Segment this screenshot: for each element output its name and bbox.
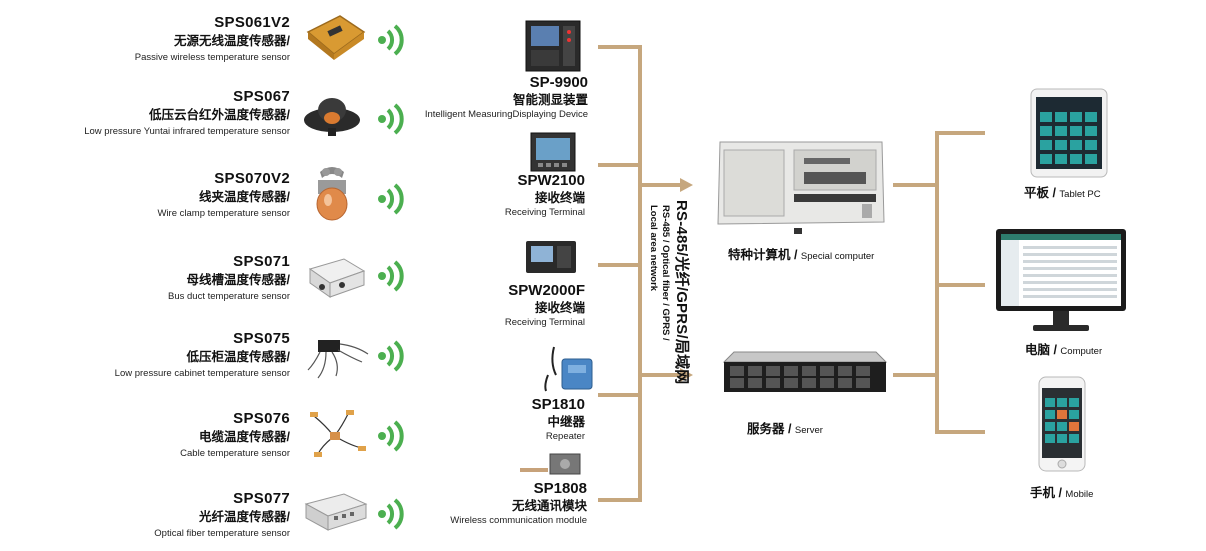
arrow-head xyxy=(680,178,693,192)
sensor-code: SPS076 xyxy=(233,410,290,427)
network-label-main: RS-485/光纤/GPRS/局域网 xyxy=(673,200,690,385)
mobile-label: 手机 / Mobile xyxy=(1030,482,1093,501)
special-computer-label-en: Special computer xyxy=(800,251,875,262)
wireless-signal-icon xyxy=(378,420,404,452)
sensor-code: SPS061V2 xyxy=(214,14,290,31)
computer-monitor-icon xyxy=(996,229,1126,331)
device-code: SPW2000F xyxy=(508,282,585,299)
computer-label-cn: 电脑 / xyxy=(1025,343,1061,357)
sensor-name-cn: 低压云台红外温度传感器/ xyxy=(149,108,290,122)
sensor-name-en: Low pressure Yuntai infrared temperature… xyxy=(84,126,290,137)
wireless-signal-icon xyxy=(378,183,404,215)
wireless-signal-icon xyxy=(378,24,404,56)
device-sp1808: SP1808 无线通讯模块 Wireless communication mod… xyxy=(387,480,587,528)
sensor-name-en: Cable temperature sensor xyxy=(180,448,290,459)
device-name-cn: 接收终端 xyxy=(534,301,585,315)
sensor-code: SPS075 xyxy=(233,330,290,347)
mobile-label-en: Mobile xyxy=(1065,489,1094,500)
network-label-sub-line1: RS-485 / Optical fiber / GPRS / xyxy=(660,205,671,341)
device-name-en: Intelligent MeasuringDisplaying Device xyxy=(424,109,588,120)
sensor-name-cn: 无源无线温度传感器/ xyxy=(174,34,290,48)
sensor-sps061v2: SPS061V2 无源无线温度传感器/ Passive wireless tem… xyxy=(60,14,290,65)
spw2100-device-icon xyxy=(530,132,576,172)
wireless-signal-icon xyxy=(378,260,404,292)
server-icon xyxy=(722,351,888,392)
device-name-en: Receiving Terminal xyxy=(504,207,585,218)
sp9900-device-icon xyxy=(525,20,581,72)
sps070v2-sensor-icon xyxy=(316,167,348,221)
tablet-label: 平板 / Tablet PC xyxy=(1024,182,1101,201)
device-code: SP-9900 xyxy=(529,74,588,91)
device-spw2000f: SPW2000F 接收终端 Receiving Terminal xyxy=(385,282,585,330)
server-label: 服务器 / Server xyxy=(747,418,823,437)
sensor-code: SPS067 xyxy=(233,88,290,105)
device-name-cn: 无线通讯模块 xyxy=(511,499,587,513)
device-name-cn: 智能测显装置 xyxy=(512,93,588,107)
sensor-code: SPS070V2 xyxy=(214,170,290,187)
sensor-name-en: Bus duct temperature sensor xyxy=(168,291,290,302)
tablet-icon xyxy=(1030,88,1108,178)
sensor-name-cn: 母线槽温度传感器/ xyxy=(186,273,290,287)
tablet-label-en: Tablet PC xyxy=(1059,189,1101,200)
device-name-cn: 中继器 xyxy=(547,415,585,429)
sensor-name-en: Wire clamp temperature sensor xyxy=(157,208,290,219)
device-spw2100: SPW2100 接收终端 Receiving Terminal xyxy=(385,172,585,220)
device-code: SP1808 xyxy=(533,480,587,497)
device-code: SPW2100 xyxy=(517,172,585,189)
sp1810-repeater-icon xyxy=(544,346,593,392)
computer-label-en: Computer xyxy=(1060,346,1103,357)
sps071-sensor-icon xyxy=(308,258,366,298)
mobile-phone-icon xyxy=(1038,376,1086,472)
sps075-sensor-icon xyxy=(307,340,369,379)
sp1808-module-icon xyxy=(520,453,581,475)
device-name-en: Receiving Terminal xyxy=(504,317,585,328)
sps061v2-sensor-icon xyxy=(306,15,366,60)
device-sp9900: SP-9900 智能测显装置 Intelligent MeasuringDisp… xyxy=(388,74,588,122)
sensor-name-en: Optical fiber temperature sensor xyxy=(154,528,290,539)
special-computer-label-cn: 特种计算机 / xyxy=(728,248,801,262)
server-label-en: Server xyxy=(794,425,823,436)
sps076-sensor-icon xyxy=(310,410,366,457)
sensor-name-cn: 低压柜温度传感器/ xyxy=(186,350,290,364)
spw2000f-device-icon xyxy=(526,241,576,273)
sps077-sensor-icon xyxy=(304,493,368,531)
server-label-cn: 服务器 / xyxy=(747,422,795,436)
device-sp1810: SP1810 中继器 Repeater xyxy=(385,396,585,444)
network-label-sub: RS-485 / Optical fiber / GPRS / Local ar… xyxy=(647,205,671,341)
device-code: SP1810 xyxy=(531,396,585,413)
sensor-sps076: SPS076 电缆温度传感器/ Cable temperature sensor xyxy=(60,410,290,461)
sensor-sps077: SPS077 光纤温度传感器/ Optical fiber temperatur… xyxy=(60,490,290,541)
sensor-name-cn: 光纤温度传感器/ xyxy=(199,510,290,524)
sensor-sps075: SPS075 低压柜温度传感器/ Low pressure cabinet te… xyxy=(60,330,290,381)
sensor-name-en: Passive wireless temperature sensor xyxy=(134,52,290,63)
computer-label: 电脑 / Computer xyxy=(1025,339,1102,358)
wireless-signal-icon xyxy=(378,498,404,530)
sensor-name-en: Low pressure cabinet temperature sensor xyxy=(114,368,290,379)
sensor-sps071: SPS071 母线槽温度传感器/ Bus duct temperature se… xyxy=(60,253,290,304)
mobile-label-cn: 手机 / xyxy=(1030,486,1066,500)
sensor-name-cn: 电缆温度传感器/ xyxy=(199,430,290,444)
device-name-cn: 接收终端 xyxy=(534,191,585,205)
sensor-code: SPS077 xyxy=(233,490,290,507)
special-computer-icon xyxy=(717,141,885,234)
tablet-label-cn: 平板 / xyxy=(1024,186,1060,200)
network-label-sub-line2: Local area network xyxy=(648,205,659,292)
sps067-sensor-icon xyxy=(304,98,360,136)
arrow-head xyxy=(680,368,693,382)
sensor-sps070v2: SPS070V2 线夹温度传感器/ Wire clamp temperature… xyxy=(60,170,290,221)
device-name-en: Repeater xyxy=(545,431,585,442)
special-computer-label: 特种计算机 / Special computer xyxy=(728,244,874,263)
wireless-signal-icon xyxy=(378,103,404,135)
sensor-code: SPS071 xyxy=(233,253,290,270)
sensor-sps067: SPS067 低压云台红外温度传感器/ Low pressure Yuntai … xyxy=(60,88,290,139)
sensor-name-cn: 线夹温度传感器/ xyxy=(199,190,290,204)
wireless-signal-icon xyxy=(378,340,404,372)
device-name-en: Wireless communication module xyxy=(450,515,587,526)
